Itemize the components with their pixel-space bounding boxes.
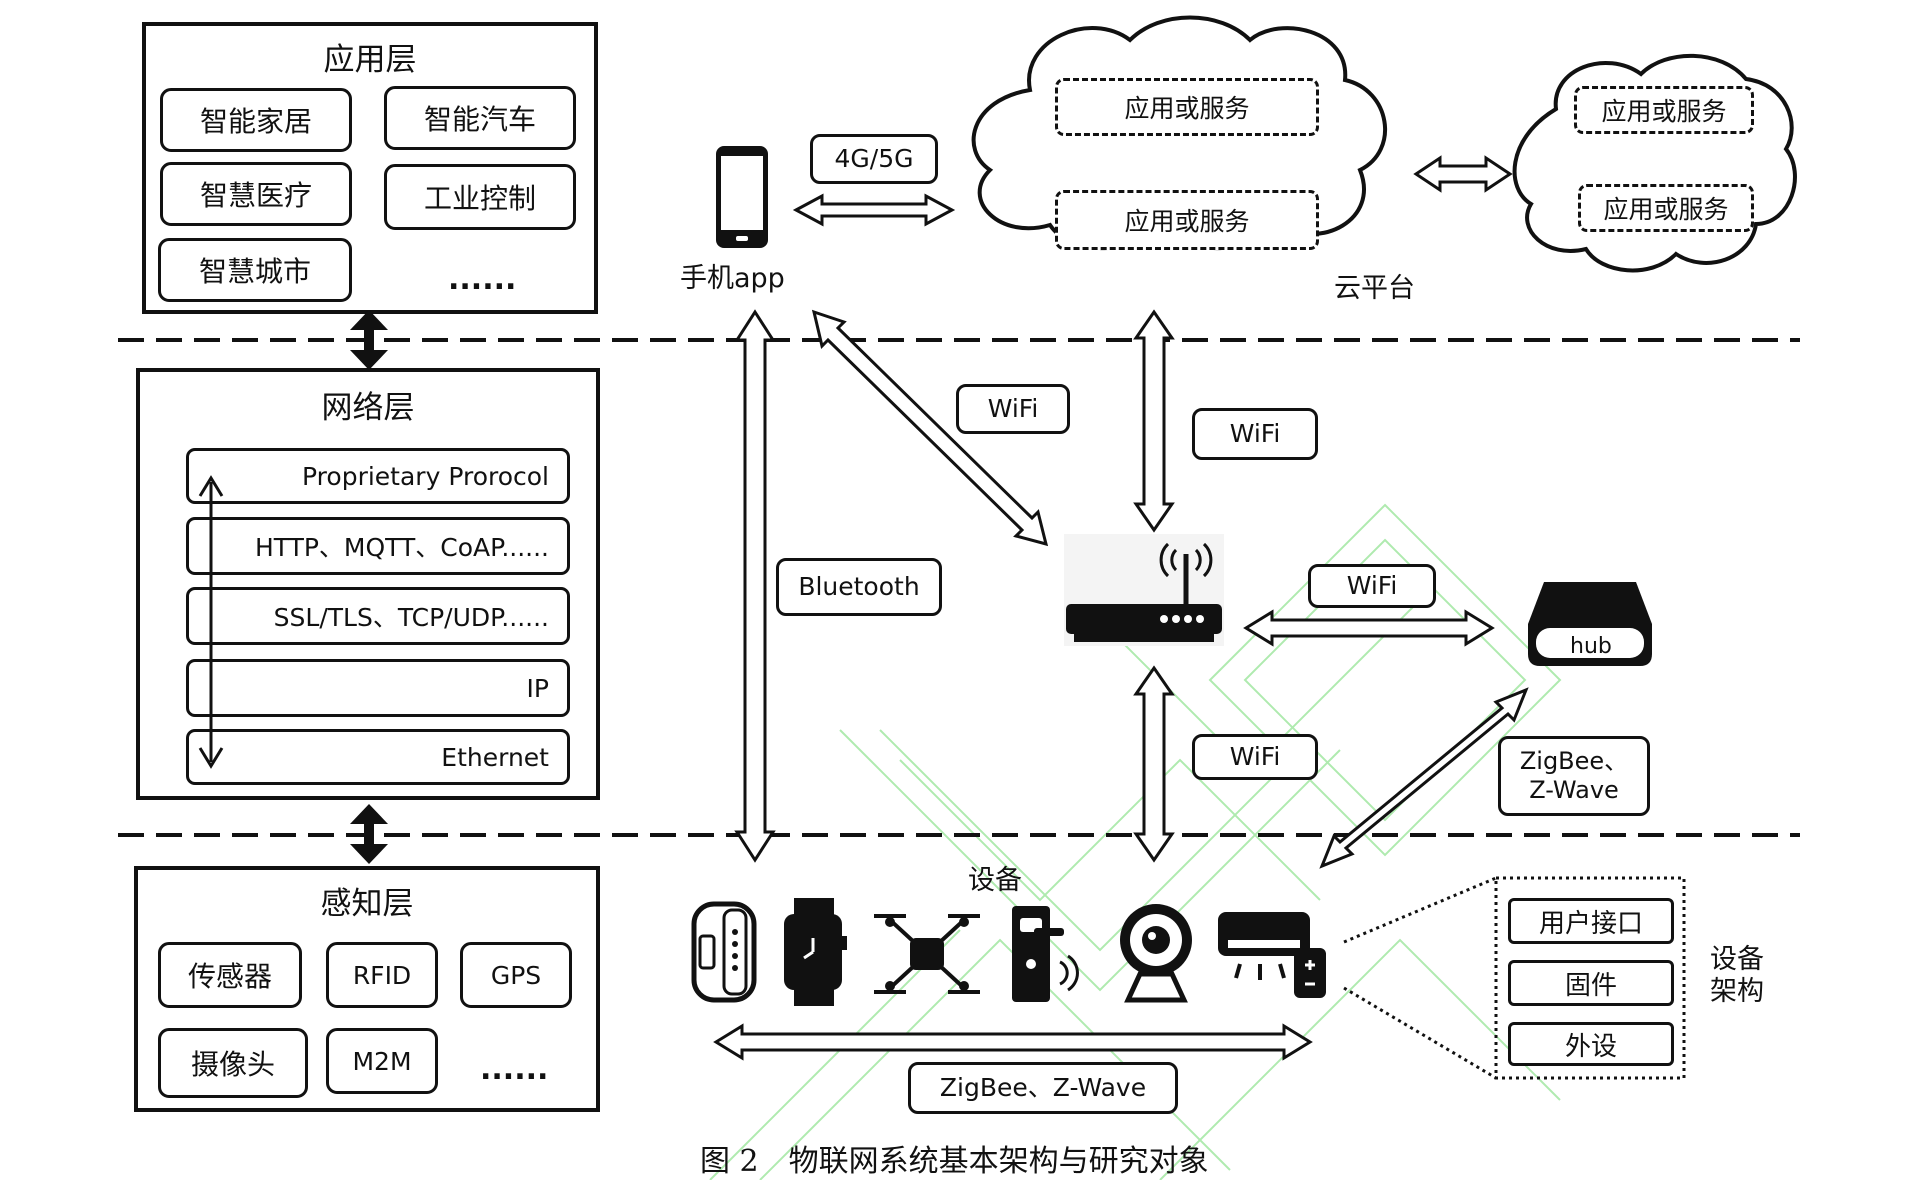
perception-item-ellipsis: ...... bbox=[480, 1052, 549, 1087]
protocol-ip: IP bbox=[186, 659, 570, 717]
arrow-bluetooth bbox=[734, 309, 776, 863]
protocol-proprietary: Proprietary Prorocol bbox=[186, 448, 570, 504]
hub-icon bbox=[1528, 582, 1652, 666]
protocol-stack-arrow bbox=[198, 475, 224, 769]
link-label-wifi-router-hub: WiFi bbox=[1308, 564, 1436, 608]
arrow-hub-devices bbox=[1319, 687, 1529, 869]
perception-item-gps: GPS bbox=[460, 942, 572, 1008]
perception-item-m2m: M2M bbox=[326, 1028, 438, 1094]
protocol-ethernet: Ethernet bbox=[186, 729, 570, 785]
router-icon bbox=[1064, 534, 1224, 646]
network-layer-title: 网络层 bbox=[321, 390, 415, 426]
arrow-phone-cloud bbox=[792, 193, 956, 227]
app-item-industrial-control: 工业控制 bbox=[384, 164, 576, 230]
cloud-service-bottom: 应用或服务 bbox=[1055, 190, 1319, 250]
device-architecture-label: 设备 架构 bbox=[1710, 944, 1764, 1008]
arrow-cloud-cloud2 bbox=[1413, 155, 1513, 193]
perception-layer: 感知层 传感器 RFID GPS 摄像头 M2M ...... bbox=[134, 866, 600, 1112]
link-label-bluetooth: Bluetooth bbox=[776, 558, 942, 616]
network-layer: 网络层 Proprietary Prorocol HTTP、MQTT、CoAP.… bbox=[136, 368, 600, 800]
perception-item-sensor: 传感器 bbox=[158, 942, 302, 1008]
cloud-platform-label: 云平台 bbox=[1334, 273, 1415, 304]
arch-item-peripheral: 外设 bbox=[1508, 1022, 1674, 1066]
wristband-icon bbox=[691, 901, 757, 1003]
app-item-smart-medical: 智慧医疗 bbox=[160, 162, 352, 226]
application-layer-title: 应用层 bbox=[323, 42, 417, 78]
webcam-icon bbox=[1120, 904, 1192, 1003]
devices-label: 设备 bbox=[968, 865, 1022, 896]
arch-item-user-interface: 用户接口 bbox=[1508, 898, 1674, 944]
protocol-application: HTTP、MQTT、CoAP...... bbox=[186, 517, 570, 575]
perception-item-camera: 摄像头 bbox=[158, 1028, 308, 1098]
arrow-router-hub bbox=[1243, 609, 1495, 647]
perception-item-rfid: RFID bbox=[326, 942, 438, 1008]
link-label-wifi-router-devices: WiFi bbox=[1192, 734, 1318, 780]
app-item-smart-city: 智慧城市 bbox=[158, 238, 352, 302]
cloud2-service-top: 应用或服务 bbox=[1574, 86, 1754, 134]
link-label-zigbee-devices: ZigBee、Z-Wave bbox=[908, 1062, 1178, 1114]
drone-icon bbox=[874, 914, 980, 994]
hub-label: hub bbox=[1570, 634, 1612, 659]
cloud2-service-bottom: 应用或服务 bbox=[1578, 184, 1754, 232]
cloud-service-top: 应用或服务 bbox=[1055, 78, 1319, 136]
application-layer: 应用层 智能家居 智能汽车 智慧医疗 工业控制 智慧城市 ...... bbox=[142, 22, 598, 314]
app-item-smart-car: 智能汽车 bbox=[384, 86, 576, 150]
protocol-transport: SSL/TLS、TCP/UDP...... bbox=[186, 587, 570, 645]
perception-layer-title: 感知层 bbox=[320, 886, 414, 922]
link-label-zigbee-hub: ZigBee、 Z-Wave bbox=[1498, 736, 1650, 816]
arch-item-firmware: 固件 bbox=[1508, 960, 1674, 1006]
smart-lock-icon bbox=[1012, 906, 1079, 1002]
arrow-router-devices bbox=[1133, 665, 1175, 863]
arrow-device-zigbee bbox=[713, 1023, 1313, 1061]
phone-icon bbox=[716, 146, 768, 248]
smartwatch-icon bbox=[784, 898, 847, 1006]
phone-app-label: 手机app bbox=[680, 263, 785, 294]
air-conditioner-icon bbox=[1218, 912, 1326, 998]
arrow-phone-router bbox=[811, 309, 1049, 547]
figure-caption: 图 2 物联网系统基本架构与研究对象 bbox=[700, 1144, 1209, 1179]
arrow-cloud-router bbox=[1133, 309, 1175, 533]
app-item-ellipsis: ...... bbox=[448, 262, 517, 297]
link-label-wifi-cloud-router: WiFi bbox=[1192, 408, 1318, 460]
link-label-wifi-phone-router: WiFi bbox=[956, 384, 1070, 434]
link-label-4g5g: 4G/5G bbox=[810, 134, 938, 184]
app-item-smart-home: 智能家居 bbox=[160, 88, 352, 152]
